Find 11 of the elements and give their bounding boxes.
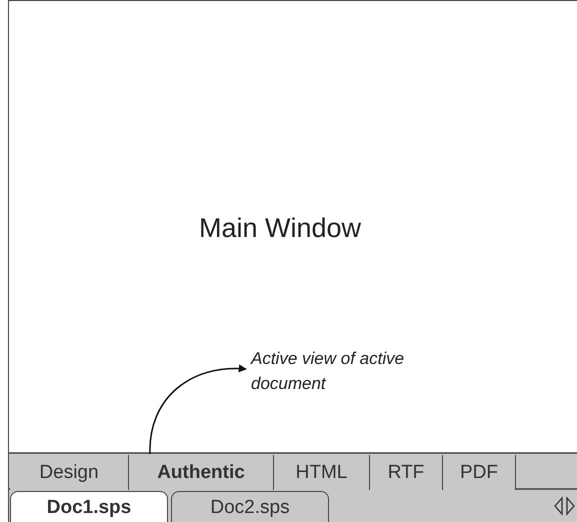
view-tab: Design: [10, 455, 129, 490]
view-tab: RTF: [370, 455, 443, 490]
annotation-text: Active view of active document: [251, 348, 406, 395]
document-tab: Doc2.sps: [171, 491, 329, 522]
view-tab: PDF: [443, 455, 516, 490]
main-window-frame: [8, 0, 577, 522]
document-tab: Doc1.sps: [10, 491, 168, 522]
view-tab: HTML: [274, 455, 370, 490]
view-tab: Authentic: [129, 455, 274, 490]
arrow: [149, 364, 247, 454]
window-title: Main Window: [198, 213, 362, 244]
